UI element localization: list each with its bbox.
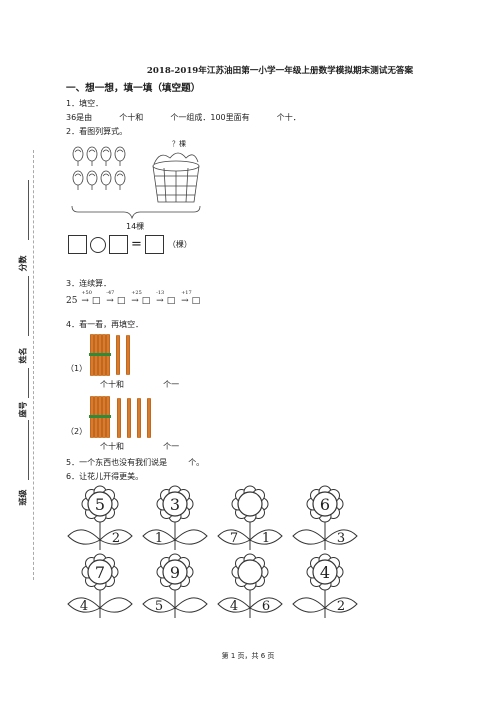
flower-left-leaf-number: 4 [230, 599, 238, 614]
total-brace [71, 205, 201, 220]
flower-left-leaf-number: 4 [80, 599, 88, 614]
equation-row: = （棵） [68, 234, 192, 254]
flower-right-leaf-number: 1 [262, 531, 270, 546]
right-leaf [324, 529, 358, 545]
flower: 42 [292, 553, 358, 618]
right-leaf [249, 597, 283, 613]
flower-center-number: 3 [170, 495, 180, 514]
flower: 95 [142, 553, 208, 618]
flower-center-number: 5 [95, 495, 105, 514]
chain-result-blank[interactable]: □ [166, 296, 176, 306]
stick-bundle-icon [89, 396, 111, 438]
equation-box[interactable] [68, 235, 87, 254]
flower-center-number: 4 [320, 563, 330, 582]
left-leaf [67, 529, 101, 545]
question-6: 6．让花儿开得更美。 [66, 472, 144, 481]
equation-box[interactable] [109, 235, 128, 254]
chain-result-blank[interactable]: □ [116, 296, 126, 306]
left-leaf [142, 597, 176, 613]
flower: 31 [142, 485, 208, 550]
single-stick [127, 398, 131, 438]
chain-step: -13→ [156, 290, 165, 306]
chain-result-blank[interactable]: □ [91, 296, 101, 306]
left-leaf [67, 597, 101, 613]
part-2-answer: 个十和 个一 [100, 442, 180, 451]
flower-right-leaf-number: 6 [262, 599, 270, 614]
seat-blank-line [28, 368, 29, 398]
score-blank-line [28, 180, 29, 240]
right-leaf [174, 529, 208, 545]
flower-right-leaf-number: 3 [337, 531, 345, 546]
part-2-label: （2） [66, 427, 88, 436]
left-leaf [217, 529, 251, 545]
question-4: 4．看一看，再填空． [66, 320, 144, 329]
basket-icon [152, 152, 200, 203]
flower-right-leaf-number: 2 [337, 599, 345, 614]
chain-step: +17→ [181, 290, 192, 306]
calc-chain: 25 +50→□ -47→□ +25→□ -13→□ +17→□ [66, 290, 202, 306]
flower-center-number: 6 [320, 495, 330, 514]
chain-result-blank[interactable]: □ [141, 296, 151, 306]
single-stick [147, 398, 151, 438]
basket-label: ？棵 [172, 140, 186, 148]
name-blank-line [28, 276, 29, 336]
unit-label: （棵） [167, 240, 192, 249]
question-5: 5．一个东西也没有我们说是 个。 [66, 458, 205, 467]
left-leaf [142, 529, 176, 545]
flower-center-number: 7 [95, 563, 105, 582]
operator-circle[interactable] [90, 236, 106, 253]
chain-start: 25 [66, 296, 78, 306]
right-leaf [174, 597, 208, 613]
question-2: 2．看图列算式。 [66, 127, 128, 136]
flower-right-leaf-number: 2 [112, 531, 120, 546]
chain-step: -47→ [106, 290, 115, 306]
total-label: 14棵 [126, 222, 145, 231]
single-stick [137, 398, 141, 438]
flower-center-number: 9 [170, 563, 180, 582]
part-1-label: （1） [66, 364, 88, 373]
side-label-seat: 座号 [18, 401, 28, 418]
flower-left-leaf-number: 7 [230, 531, 238, 546]
single-stick [117, 398, 121, 438]
question-1-line: 36是由 个十和 个一组成．100里面有 个十． [66, 113, 301, 122]
part-1-answer: 个十和 个一 [100, 380, 180, 389]
flower: 63 [292, 485, 358, 550]
side-label-class: 班级 [18, 489, 28, 506]
seedling-picture [71, 146, 201, 220]
class-blank-line [28, 420, 29, 480]
chain-result-blank[interactable]: □ [191, 296, 201, 306]
question-1: 1．填空． [66, 99, 104, 108]
equation-box[interactable] [144, 235, 164, 254]
left-leaf [292, 597, 326, 613]
seedling-group [72, 146, 126, 190]
side-label-score: 分数 [18, 255, 28, 272]
flower: 74 [67, 553, 133, 618]
flower-left-leaf-number: 5 [155, 599, 163, 614]
left-leaf [292, 529, 326, 545]
side-label-name: 姓名 [18, 347, 28, 364]
page-title: 2018-2019年江苏油田第一小学一年级上册数学模拟期末测试无答案 [146, 66, 414, 76]
right-leaf [324, 597, 358, 613]
chain-step: +25→ [131, 290, 142, 306]
question-3: 3．连续算． [66, 279, 112, 288]
page-footer: 第 1 页，共 6 页 [221, 652, 275, 660]
stick-bundle-icon [89, 334, 111, 376]
binding-dashed-line [33, 150, 34, 580]
right-leaf [99, 529, 133, 545]
single-stick [116, 335, 120, 375]
single-stick [126, 335, 130, 375]
equals-sign: = [131, 237, 142, 252]
right-leaf [99, 597, 133, 613]
section-title: 一、想一想，填一填（填空题） [66, 83, 201, 94]
right-leaf [249, 529, 283, 545]
flower-left-leaf-number: 1 [155, 531, 163, 546]
flower: 52 [67, 485, 133, 550]
left-leaf [217, 597, 251, 613]
chain-step: +50→ [81, 290, 92, 306]
